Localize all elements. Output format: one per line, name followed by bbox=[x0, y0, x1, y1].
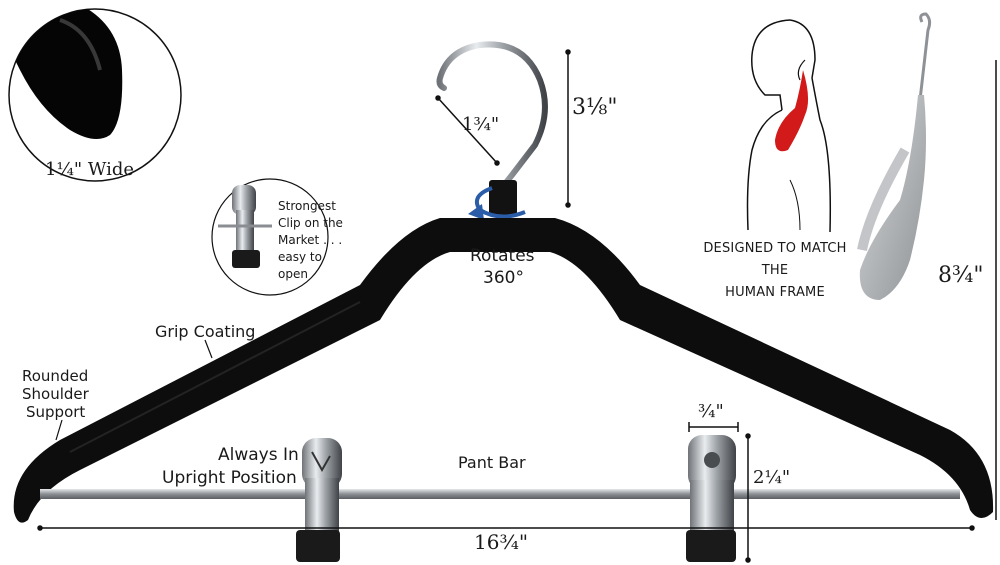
left-pant-clip-icon bbox=[296, 438, 342, 562]
hook-dimension-lines bbox=[435, 49, 571, 208]
hook-height-label: 3⅛" bbox=[572, 95, 618, 120]
clip-callout-line-2: Clip on the bbox=[278, 216, 343, 230]
neck-accent-shape bbox=[775, 70, 809, 152]
frame-label-line-3: HUMAN FRAME bbox=[725, 285, 825, 300]
right-pant-clip-icon bbox=[686, 435, 736, 562]
frame-label-line-1: DESIGNED TO MATCH bbox=[703, 241, 847, 256]
clip-width-label: ¾" bbox=[698, 401, 724, 422]
total-width-label: 16¾" bbox=[474, 530, 529, 554]
zoom-detail-circle bbox=[8, 8, 182, 182]
clip-detail-circle bbox=[211, 178, 329, 296]
pant-bar bbox=[40, 489, 960, 499]
pant-bar-label: Pant Bar bbox=[458, 453, 526, 472]
rotates-label-line-2: 360° bbox=[483, 268, 524, 288]
width-dimension-line bbox=[37, 525, 975, 531]
hook-width-label: 1¾" bbox=[462, 114, 500, 135]
clip-callout-line-5: open bbox=[278, 267, 308, 281]
grip-coating-label: Grip Coating bbox=[155, 322, 256, 341]
hanger-hook-icon bbox=[436, 41, 548, 215]
shoulder-label-line-2: Shoulder bbox=[22, 385, 89, 403]
rotation-arrow-icon bbox=[468, 186, 526, 220]
callout-leaders bbox=[55, 339, 213, 441]
shoulder-label-line-1: Rounded bbox=[22, 367, 89, 385]
total-height-label: 8¾" bbox=[938, 263, 984, 288]
wide-label: 1¼" Wide bbox=[45, 159, 135, 180]
upright-label-line-2: Upright Position bbox=[162, 468, 297, 488]
clip-callout-line-1: Strongest bbox=[278, 199, 336, 213]
frame-label-line-2: THE bbox=[761, 263, 789, 278]
clip-callout-line-3: Market . . . bbox=[278, 233, 343, 247]
hanger-side-profile-icon bbox=[857, 12, 932, 300]
clip-height-label: 2¼" bbox=[753, 467, 791, 488]
hanger-body bbox=[13, 218, 994, 523]
clip-dimension-lines bbox=[688, 422, 751, 563]
rotates-label-line-1: Rotates bbox=[470, 246, 535, 266]
upright-label-line-1: Always In bbox=[218, 445, 299, 465]
shoulder-label-line-3: Support bbox=[26, 403, 86, 421]
pant-clip-icon bbox=[232, 185, 256, 215]
clip-callout-line-4: easy to bbox=[278, 250, 322, 264]
human-silhouette-icon bbox=[746, 19, 832, 233]
